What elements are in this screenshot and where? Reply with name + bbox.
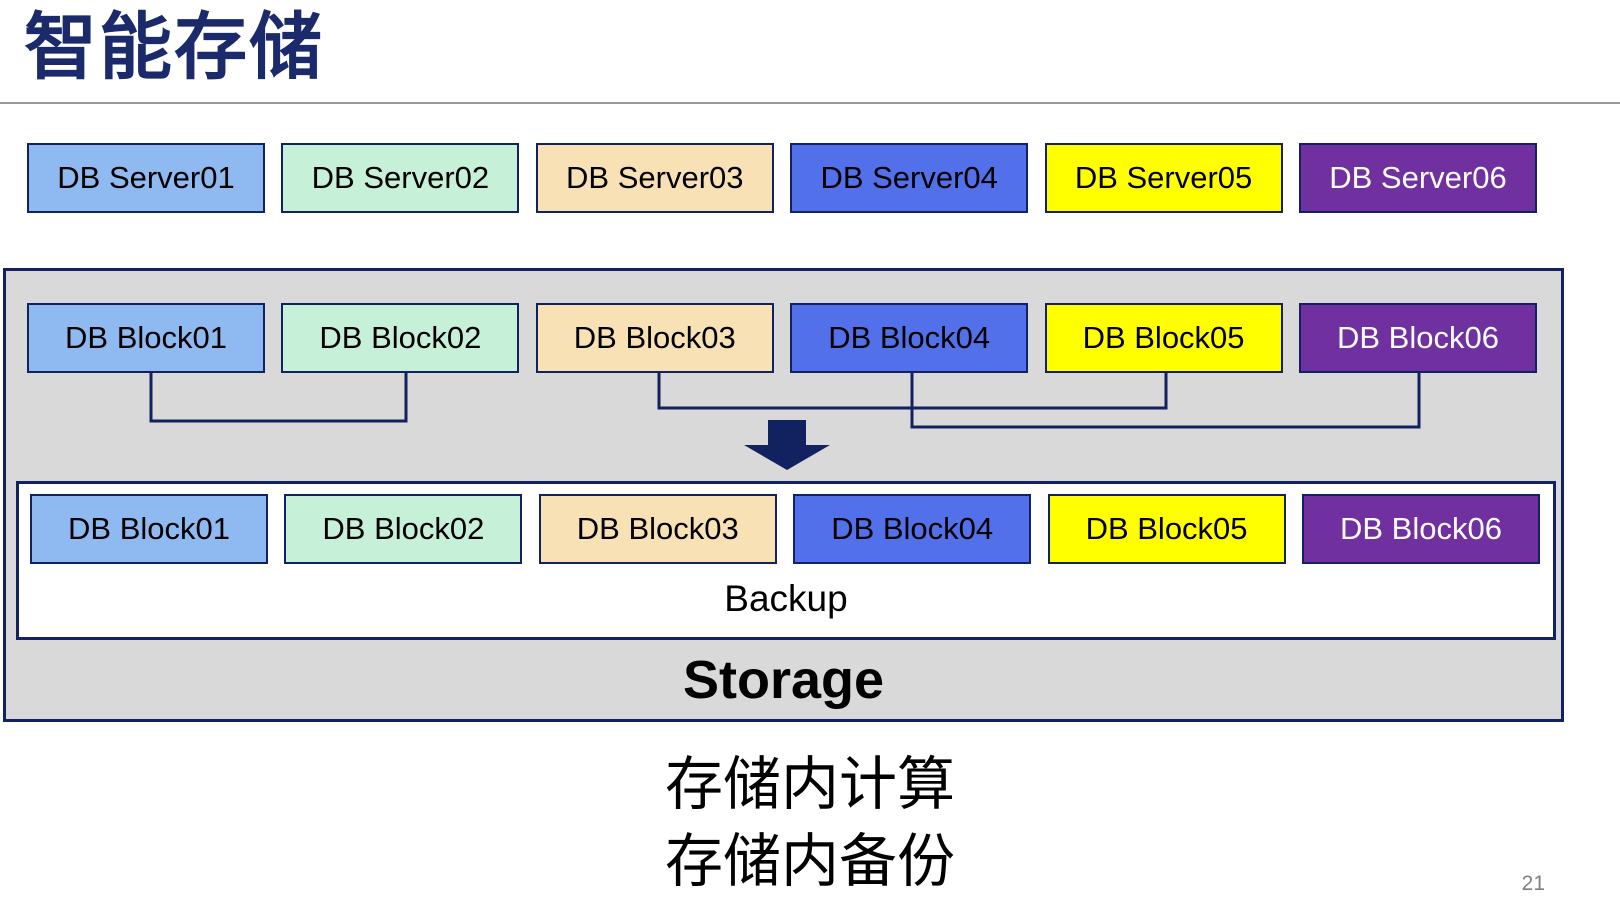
db-block-source-4: DB Block04 (790, 303, 1029, 373)
db-block-backup-3: DB Block03 (538, 494, 777, 564)
connector-block04-block06 (910, 373, 1421, 429)
db-block-backup-1: DB Block01 (30, 494, 268, 564)
db-block-source-row: DB Block01 DB Block02 DB Block03 DB Bloc… (27, 303, 1537, 373)
storage-panel: DB Block01 DB Block02 DB Block03 DB Bloc… (3, 268, 1564, 722)
connector-lines (149, 373, 1421, 470)
caption-text: 存储内计算 存储内备份 (0, 746, 1620, 900)
db-block-source-1: DB Block01 (27, 303, 265, 373)
db-block-backup-row: DB Block01 DB Block02 DB Block03 DB Bloc… (30, 494, 1540, 564)
connector-block01-block02 (149, 373, 408, 423)
caption-line-2: 存储内备份 (664, 829, 955, 894)
db-server-box-2: DB Server02 (281, 143, 520, 213)
db-server-box-1: DB Server01 (27, 143, 265, 213)
db-block-backup-4: DB Block04 (793, 494, 1032, 564)
storage-label: Storage (682, 649, 885, 710)
backup-label: Backup (724, 578, 848, 619)
page-title: 智能存储 (24, 7, 324, 88)
db-server-box-5: DB Server05 (1044, 143, 1283, 213)
db-block-backup-5: DB Block05 (1047, 494, 1286, 564)
merge-down-arrow-icon (744, 420, 830, 470)
title-divider-line (0, 102, 1620, 104)
page-number: 21 (1521, 872, 1545, 895)
backup-panel: DB Block01 DB Block02 DB Block03 DB Bloc… (16, 481, 1556, 640)
db-block-backup-2: DB Block02 (284, 494, 523, 564)
db-block-backup-6: DB Block06 (1301, 494, 1540, 564)
db-block-source-3: DB Block03 (535, 303, 774, 373)
caption-line-1: 存储内计算 (664, 752, 955, 817)
db-server-box-4: DB Server04 (790, 143, 1029, 213)
db-block-source-5: DB Block05 (1044, 303, 1283, 373)
db-server-box-3: DB Server03 (535, 143, 774, 213)
db-block-source-2: DB Block02 (281, 303, 520, 373)
db-server-box-6: DB Server06 (1298, 143, 1537, 213)
db-block-source-6: DB Block06 (1298, 303, 1537, 373)
db-server-row: DB Server01 DB Server02 DB Server03 DB S… (27, 143, 1537, 213)
